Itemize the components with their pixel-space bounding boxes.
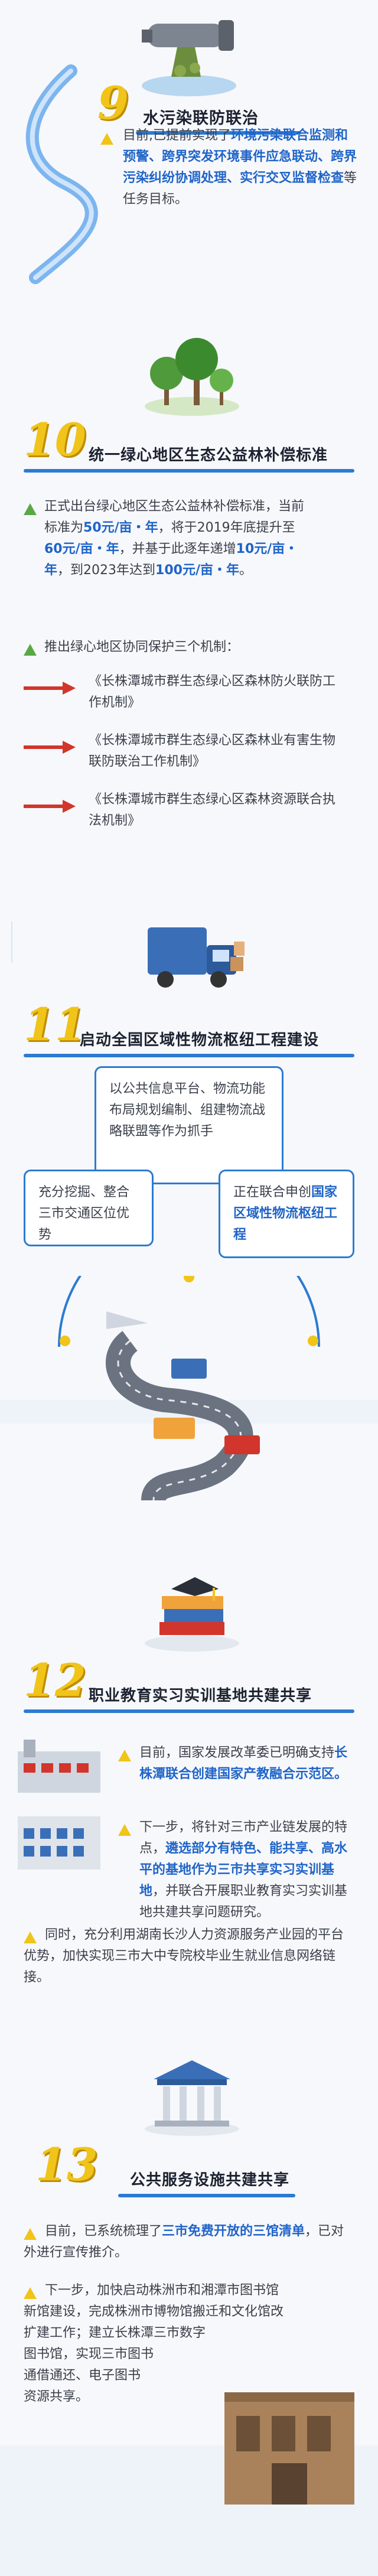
title-underline: [24, 469, 354, 473]
mechanism-item: 《长株潭城市群生态绿心区森林业有害生物联防联治工作机制》: [89, 733, 336, 769]
red-arrow-icon: [24, 682, 76, 695]
delivery-truck-illustration: [148, 927, 245, 988]
bullet-triangle-icon: [24, 2228, 37, 2240]
mechanism-item: 《长株潭城市群生态绿心区森林防火联防工作机制》: [89, 674, 336, 710]
logistics-arc-illustration: [58, 1276, 320, 1500]
section-number: 13: [35, 2138, 98, 2191]
section-title: 水污染联防联治: [143, 109, 259, 128]
section-10-paragraph-1: 正式出台绿心地区生态公益林补偿标准，当前标准为50元/亩・年，将于2019年底提…: [44, 499, 305, 578]
title-underline: [24, 1709, 354, 1713]
section-10: 10 统一绿心地区生态公益林补偿标准 正式出台绿心地区生态公益林补偿标准，当前标…: [0, 319, 378, 874]
title-underline: [24, 1054, 354, 1057]
forest-illustration: [145, 338, 239, 416]
section-12-paragraph-1: 目前，国家发展改革委已明确支持长株潭联合创建国家产教融合示范区。: [139, 1745, 348, 1782]
section-12-paragraph-3: 同时，充分利用湖南长沙人力资源服务产业园的平台优势，加快实现三市大中专院校毕业生…: [24, 1927, 344, 1985]
section-12-paragraph-2: 下一步，将针对三市产业链发展的特点，遴选部分有特色、能共享、高水平的基地作为三市…: [139, 1820, 348, 1920]
section-13-paragraph-1: 目前，已系统梳理了三市免费开放的三馆清单，已对外进行宣传推介。: [24, 2224, 344, 2260]
section-11: 11 启动全国区域性物流枢纽工程建设 以公共信息平台、物流功能布局规划编制、组建…: [0, 910, 378, 1536]
red-arrow-icon: [24, 741, 76, 754]
bullet-triangle-icon: [118, 1750, 131, 1761]
red-arrow-icon: [24, 800, 76, 813]
section-10-paragraph-2: 推出绿心地区协同保护三个机制：: [44, 640, 240, 654]
bullet-triangle-icon: [24, 1932, 37, 1943]
title-underline: [136, 131, 301, 135]
mechanism-item: 《长株潭城市群生态绿心区森林资源联合执法机制》: [89, 792, 336, 828]
section-number: 11: [24, 998, 86, 1051]
bullet-triangle-icon: [24, 2287, 37, 2299]
bullet-triangle-icon: [118, 1824, 131, 1836]
section-number: 12: [24, 1654, 86, 1707]
bullet-triangle-icon: [24, 503, 37, 515]
factory-building-illustration: [18, 1740, 100, 1870]
section-number: 9: [97, 77, 129, 129]
section-title: 职业教育实习实训基地共建共享: [89, 1687, 312, 1705]
section-13: 13 公共服务设施共建共享 目前，已系统梳理了三市免费开放的三馆清单，已对外进行…: [0, 2044, 378, 2576]
library-building-illustration: [224, 2392, 354, 2505]
books-education-illustration: [145, 1577, 239, 1652]
section-13-paragraph-2: 下一步，加快启动株洲市和湘潭市图书馆 新馆建设，完成株洲市博物馆搬迁和文化馆改 …: [24, 2283, 284, 2404]
section-12: 12 职业教育实习实训基地共建共享 目前，国家发展改革委已明确支持长株潭联合创建…: [0, 1559, 378, 2008]
title-underline: [118, 2194, 295, 2197]
section-title: 公共服务设施共建共享: [130, 2171, 290, 2189]
bullet-triangle-icon: [100, 133, 113, 145]
logistics-box-top: 以公共信息平台、物流功能布局规划编制、组建物流战略联盟等作为抓手: [94, 1066, 284, 1184]
section-9-paragraph: 目前,已提前实现了环境污染联合监测和预警、跨界突发环境事件应急联动、跨界污染纠纷…: [123, 128, 357, 207]
section-title: 统一绿心地区生态公益林补偿标准: [89, 447, 328, 464]
polluted-water-pipe-illustration: [142, 20, 236, 96]
logistics-box-right: 正在联合申创国家区域性物流枢纽工程: [219, 1170, 354, 1258]
section-title: 启动全国区域性物流枢纽工程建设: [80, 1031, 320, 1049]
bullet-triangle-icon: [24, 644, 37, 656]
section-number: 10: [24, 413, 86, 466]
section-9: 9 水污染联防联治 目前,已提前实现了环境污染联合监测和预警、跨界突发环境事件应…: [0, 0, 378, 278]
museum-illustration: [145, 2060, 239, 2136]
logistics-box-left: 充分挖掘、整合三市交通区位优势: [24, 1170, 154, 1246]
